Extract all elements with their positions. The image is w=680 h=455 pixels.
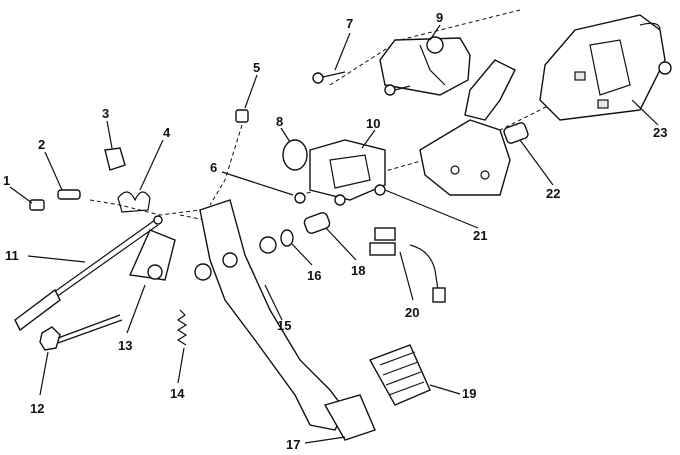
callout-14: 14 bbox=[170, 386, 185, 401]
part-bolt-12 bbox=[39, 314, 123, 351]
part-switch-20 bbox=[369, 227, 446, 303]
part-spring-clip-4 bbox=[117, 191, 151, 213]
part-clip-1 bbox=[29, 199, 45, 211]
callout-22: 22 bbox=[546, 186, 560, 201]
callout-20: 20 bbox=[405, 305, 419, 320]
part-bracket-23 bbox=[539, 14, 672, 121]
callout-13: 13 bbox=[118, 338, 132, 353]
callout-3: 3 bbox=[102, 106, 109, 121]
part-spring-14 bbox=[176, 309, 188, 346]
callout-15: 15 bbox=[277, 318, 291, 333]
callout-17: 17 bbox=[286, 437, 300, 452]
part-bushing-22 bbox=[503, 122, 529, 144]
part-clip-5 bbox=[235, 109, 249, 123]
part-sleeve-18 bbox=[303, 212, 331, 234]
part-switch-bracket-21 bbox=[419, 59, 516, 196]
callout-11: 11 bbox=[5, 248, 19, 263]
callout-10: 10 bbox=[366, 116, 380, 131]
guide-line bbox=[209, 124, 243, 206]
part-pedal-arm bbox=[194, 199, 346, 431]
part-pedal-pad-19 bbox=[368, 344, 431, 406]
part-washer-16 bbox=[280, 229, 294, 247]
guide-line bbox=[89, 199, 201, 216]
callout-12: 12 bbox=[30, 401, 44, 416]
part-mount-9 bbox=[379, 36, 471, 96]
part-bolt-7 bbox=[312, 71, 411, 96]
leader-lines bbox=[9, 24, 659, 444]
callout-4: 4 bbox=[163, 125, 171, 140]
part-assembly-8-10 bbox=[282, 139, 386, 206]
callout-19: 19 bbox=[462, 386, 476, 401]
part-pedal-pad-17 bbox=[323, 394, 376, 441]
part-quadrant-13 bbox=[128, 229, 176, 281]
callout-18: 18 bbox=[351, 263, 365, 278]
callout-16: 16 bbox=[307, 268, 321, 283]
part-rod-11 bbox=[14, 215, 163, 332]
callout-7: 7 bbox=[346, 16, 353, 31]
callout-23: 23 bbox=[653, 125, 667, 140]
callout-2: 2 bbox=[38, 137, 45, 152]
part-clip-3 bbox=[104, 147, 126, 171]
callout-5: 5 bbox=[253, 60, 260, 75]
callout-8: 8 bbox=[276, 114, 283, 129]
callout-9: 9 bbox=[436, 10, 443, 25]
callout-6: 6 bbox=[210, 160, 217, 175]
callout-1: 1 bbox=[3, 173, 10, 188]
part-pin-2 bbox=[57, 189, 81, 200]
callout-21: 21 bbox=[473, 228, 487, 243]
